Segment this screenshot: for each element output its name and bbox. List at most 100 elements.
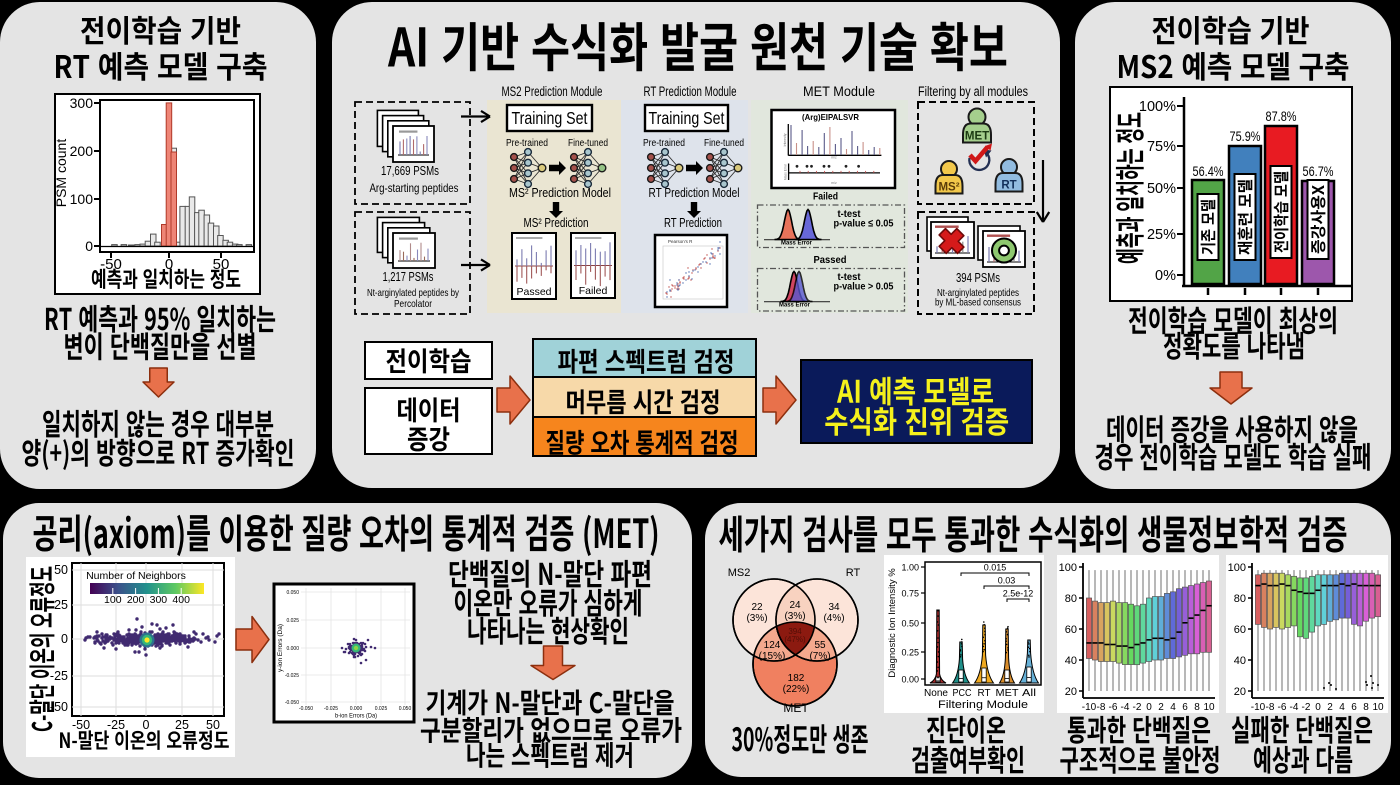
svg-text:(15%): (15%) (759, 651, 786, 662)
svg-text:2: 2 (1327, 702, 1333, 713)
svg-text:75.9%: 75.9% (1230, 129, 1261, 144)
svg-text:55: 55 (814, 640, 826, 651)
svg-text:MET: MET (783, 701, 809, 715)
svg-text:50: 50 (213, 256, 230, 273)
svg-text:400: 400 (172, 594, 190, 606)
svg-text:0.000: 0.000 (350, 706, 363, 712)
svg-text:0.000: 0.000 (286, 646, 299, 652)
svg-text:300: 300 (150, 594, 168, 606)
svg-text:Pearson's R: Pearson's R (668, 239, 693, 244)
svg-text:100: 100 (1228, 562, 1246, 574)
svg-text:-25: -25 (50, 669, 68, 683)
svg-text:-0.025: -0.025 (285, 673, 299, 679)
svg-text:Nt-arginylated peptides by: Nt-arginylated peptides by (367, 287, 460, 299)
svg-text:by ML-based consensus: by ML-based consensus (935, 297, 1021, 309)
svg-text:100: 100 (1059, 562, 1077, 574)
svg-text:(3%): (3%) (746, 613, 767, 624)
svg-text:300: 300 (70, 95, 94, 111)
svg-text:Failed: Failed (579, 285, 608, 297)
svg-text:24: 24 (789, 600, 801, 611)
svg-text:PCC: PCC (953, 687, 972, 699)
svg-text:80: 80 (1065, 593, 1077, 605)
svg-text:1,217 PSMs: 1,217 PSMs (383, 269, 434, 284)
svg-text:-4: -4 (1290, 702, 1299, 713)
svg-text:Failed: Failed (813, 191, 838, 203)
svg-text:182: 182 (788, 673, 805, 684)
svg-text:None: None (924, 687, 948, 699)
svg-text:0: 0 (1146, 702, 1152, 713)
svg-text:MET Module: MET Module (803, 84, 875, 99)
svg-text:20: 20 (1234, 686, 1246, 698)
svg-text:MS² Prediction: MS² Prediction (524, 215, 589, 230)
svg-text:17,669 PSMs: 17,669 PSMs (381, 163, 439, 178)
svg-text:1.00: 1.00 (901, 563, 919, 573)
svg-text:50: 50 (54, 563, 68, 577)
svg-text:0.50: 0.50 (901, 619, 919, 629)
svg-text:0.015: 0.015 (984, 563, 1007, 573)
svg-text:0.00: 0.00 (901, 675, 919, 685)
svg-text:56.4%: 56.4% (1193, 164, 1224, 179)
svg-text:0: 0 (165, 256, 173, 273)
svg-text:25%: 25% (1147, 227, 1176, 243)
svg-text:0.050: 0.050 (286, 590, 299, 596)
svg-text:394: 394 (788, 627, 802, 636)
svg-text:MS2 Prediction Module: MS2 Prediction Module (502, 84, 603, 99)
svg-text:75%: 75% (1147, 139, 1176, 155)
svg-text:All: All (1022, 687, 1036, 699)
svg-text:2: 2 (1158, 702, 1164, 713)
svg-text:Diagnostic Ion Intensity %: Diagnostic Ion Intensity % (887, 568, 898, 678)
svg-text:MS2: MS2 (728, 567, 751, 579)
svg-text:-50: -50 (100, 256, 122, 273)
svg-text:80: 80 (1234, 593, 1246, 605)
svg-text:RT: RT (846, 567, 861, 579)
svg-text:0: 0 (61, 632, 68, 646)
svg-text:8: 8 (1363, 702, 1369, 713)
svg-text:RT: RT (978, 687, 992, 699)
svg-text:-10: -10 (1082, 702, 1097, 713)
svg-text:y-ion Errors (Da): y-ion Errors (Da) (277, 624, 284, 672)
svg-text:Mass Error: Mass Error (784, 163, 788, 180)
svg-text:60: 60 (1065, 624, 1077, 636)
svg-text:t-test: t-test (838, 271, 861, 283)
svg-text:2.5e-12: 2.5e-12 (1003, 589, 1034, 599)
svg-text:10: 10 (1203, 702, 1215, 713)
svg-text:6: 6 (1351, 702, 1357, 713)
svg-text:Training Set: Training Set (512, 108, 588, 128)
svg-text:PSM count: PSM count (53, 139, 69, 208)
svg-text:0.25: 0.25 (901, 648, 919, 658)
svg-text:(7%): (7%) (809, 651, 830, 662)
svg-text:6: 6 (1182, 702, 1188, 713)
svg-text:-25: -25 (107, 718, 125, 732)
svg-text:0.050: 0.050 (399, 706, 412, 712)
svg-text:0%: 0% (1155, 268, 1176, 284)
svg-text:34: 34 (828, 602, 840, 613)
svg-text:Passed: Passed (814, 254, 847, 266)
svg-text:-4: -4 (1121, 702, 1130, 713)
svg-text:25: 25 (175, 718, 189, 732)
svg-text:200: 200 (127, 594, 145, 606)
svg-text:RT Prediction: RT Prediction (664, 215, 722, 230)
svg-text:60: 60 (1234, 624, 1246, 636)
svg-text:p-value > 0.05: p-value > 0.05 (834, 281, 894, 293)
svg-text:MET: MET (996, 687, 1020, 699)
svg-text:200: 200 (70, 143, 94, 159)
svg-text:MET: MET (965, 131, 989, 143)
svg-text:-0.050: -0.050 (299, 706, 313, 712)
svg-text:50%: 50% (1147, 181, 1176, 197)
svg-text:Training Set: Training Set (649, 108, 725, 128)
svg-text:-0.025: -0.025 (324, 706, 338, 712)
svg-text:Filtering Module: Filtering Module (938, 699, 1028, 711)
svg-text:22: 22 (751, 602, 763, 613)
svg-text:Nt-arginylated peptides: Nt-arginylated peptides (937, 287, 1019, 299)
svg-text:100: 100 (70, 191, 94, 207)
svg-text:-2: -2 (1133, 702, 1142, 713)
svg-text:-50: -50 (50, 700, 68, 714)
svg-text:0: 0 (143, 718, 150, 732)
svg-text:-0.050: -0.050 (285, 700, 299, 706)
svg-text:87.8%: 87.8% (1266, 109, 1297, 124)
svg-text:-10: -10 (1251, 702, 1266, 713)
svg-text:10: 10 (1372, 702, 1384, 713)
svg-text:-6: -6 (1109, 702, 1118, 713)
svg-text:20: 20 (1065, 686, 1077, 698)
svg-text:0.75: 0.75 (901, 589, 919, 599)
